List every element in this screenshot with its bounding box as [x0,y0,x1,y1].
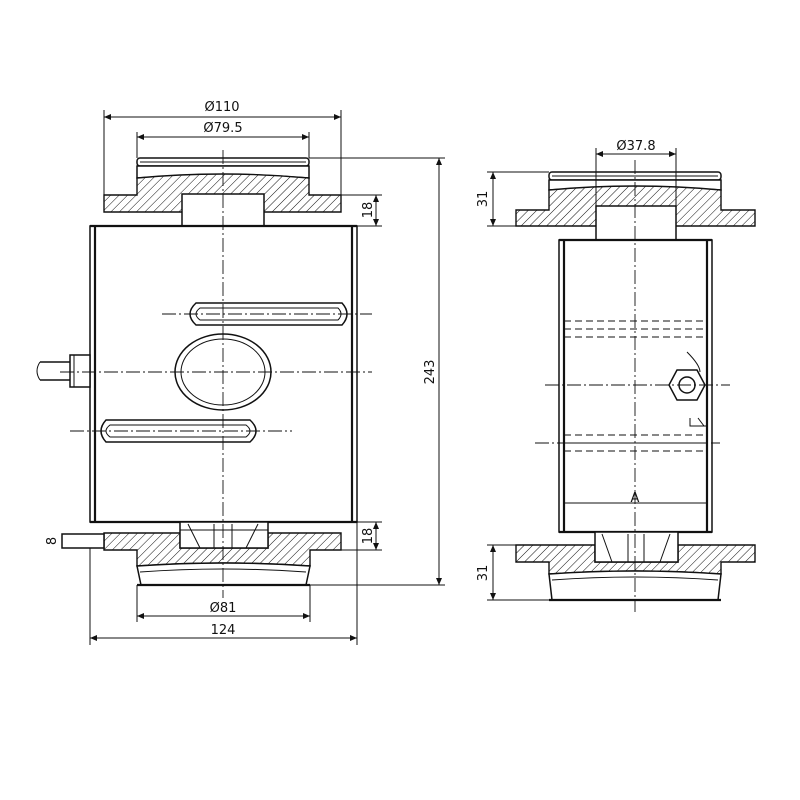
front-upper-slot [189,302,348,326]
side-bottom-base [515,531,756,602]
front-cable-gland [36,354,91,388]
front-bottom-base [61,521,342,587]
side-top-flange [515,185,756,241]
dim-text-top-diameter: Ø79.5 [203,121,242,136]
dim-text-side-top-height: 31 [476,191,491,208]
dim-front-bottom-flange: 18 [341,521,382,551]
dim-side-bottom-height: 31 [476,544,549,601]
dim-text-top-flange: 18 [361,202,376,219]
side-hidden-lines [564,320,707,452]
front-lower-slot [100,419,257,443]
dim-front-body-width: 124 [89,522,358,645]
front-main-body [89,224,358,524]
dim-front-bottom-diameter: Ø81 [136,585,311,622]
dim-text-bottom-diameter: Ø81 [210,601,237,616]
dim-text-outer-diameter: Ø110 [204,100,239,115]
dim-text-body-width: 124 [211,623,236,638]
dim-front-total-height: 243 [309,157,445,586]
front-top-flange [103,173,342,227]
dim-front-cable: 8 [45,537,60,545]
dim-front-outer-diameter: Ø110 [103,100,342,195]
dim-front-top-flange: 18 [341,194,382,227]
dim-text-side-bottom-height: 31 [476,565,491,582]
front-center-lines [60,150,372,598]
dim-side-top-height: 31 [476,171,549,227]
dim-text-side-top-diameter: Ø37.8 [616,139,655,154]
front-view: Ø110 Ø79.5 18 243 18 [36,100,445,645]
side-center-lines [535,160,730,612]
dim-side-top-diameter: Ø37.8 [595,139,677,206]
dim-text-total-height: 243 [423,360,438,385]
dim-front-top-diameter: Ø79.5 [136,121,310,158]
dim-text-bottom-flange: 18 [361,528,376,545]
dim-text-cable: 8 [45,537,60,545]
side-view: A Ø37.8 31 [476,139,756,612]
